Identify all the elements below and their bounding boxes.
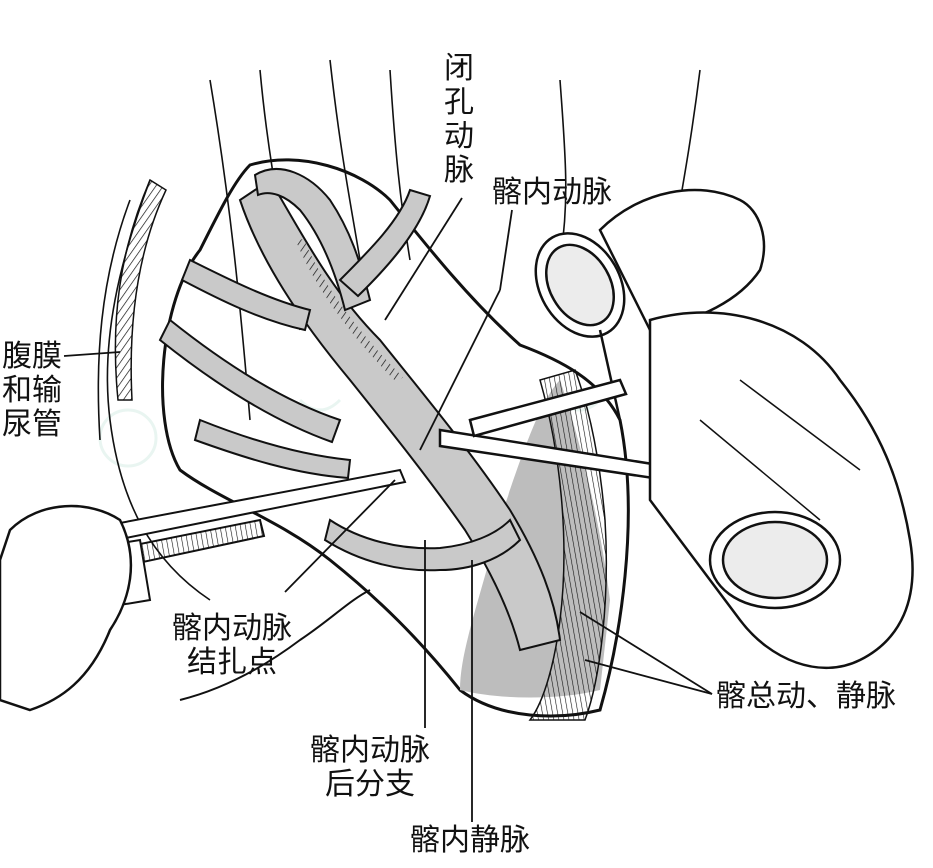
label-line: 和输 xyxy=(2,373,62,408)
right-hand xyxy=(598,188,914,669)
label-internal-iliac-artery: 髂内动脉 xyxy=(492,175,612,210)
posterior-branch xyxy=(323,518,522,572)
internal-iliac-artery xyxy=(238,178,562,652)
label-char: 闭 xyxy=(444,51,474,86)
label-common-iliac: 髂总动、静脉 xyxy=(716,679,896,714)
peritoneum-edge xyxy=(114,178,167,401)
label-peritoneum-ureter: 腹膜 和输 尿管 xyxy=(2,340,62,442)
label-ligation-point: 髂内动脉 结扎点 xyxy=(172,612,292,680)
label-obturator-artery: 闭 孔 动 脉 xyxy=(441,52,477,188)
label-line: 腹膜 xyxy=(2,339,62,374)
label-posterior-branch: 髂内动脉 后分支 xyxy=(310,734,430,802)
label-line: 结扎点 xyxy=(187,645,277,680)
leader-lines xyxy=(63,197,713,822)
label-char: 动 xyxy=(444,119,474,154)
label-line: 髂内动脉 xyxy=(172,611,292,646)
label-line: 尿管 xyxy=(2,407,62,442)
right-retractor xyxy=(438,232,695,486)
label-char: 孔 xyxy=(444,85,474,120)
left-hand xyxy=(0,504,133,712)
label-char: 脉 xyxy=(444,153,474,188)
label-line: 髂内动脉 xyxy=(310,733,430,768)
label-line: 后分支 xyxy=(325,767,415,802)
artery-branches xyxy=(158,168,432,480)
label-internal-iliac-vein: 髂内静脉 xyxy=(410,823,530,858)
